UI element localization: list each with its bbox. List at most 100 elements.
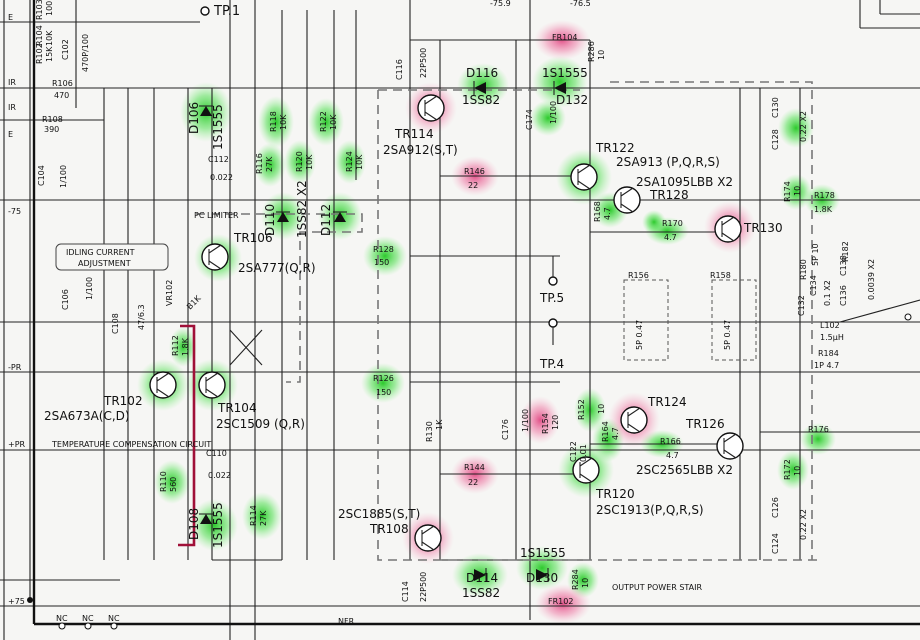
- tr102-label: TR102: [103, 394, 143, 408]
- tr120-label: TR120: [595, 487, 635, 501]
- output-stair-label: OUTPUT POWER STAIR: [612, 583, 703, 592]
- r178-value: 1.8K: [814, 205, 833, 214]
- l102-value: 1.5μH: [820, 333, 844, 342]
- c176-name: C176: [501, 419, 510, 440]
- d130-type: 1S1555: [520, 546, 566, 560]
- tp1-label: TP.1: [213, 4, 240, 19]
- d110-symbol: [276, 211, 290, 222]
- r172-name: R172: [783, 459, 792, 480]
- r286-name: R286: [587, 41, 596, 62]
- r114-value: 27K: [259, 510, 268, 526]
- r284-value: 10: [581, 578, 590, 588]
- r104-name: R104: [35, 25, 44, 46]
- r124-name: R124: [345, 151, 354, 172]
- c122-name: C122: [569, 441, 578, 462]
- r104-value: 10K: [45, 30, 54, 46]
- r284-name: R284: [571, 569, 580, 590]
- d106-symbol: [199, 105, 213, 116]
- r184-value: 1P 4.7: [814, 361, 839, 370]
- d106-type: 1S1555: [211, 104, 225, 150]
- idling-label-1: IDLING CURRENT: [66, 248, 135, 257]
- tr128-type: 2SA1095LBB X2: [636, 175, 733, 189]
- test-points: [27, 6, 912, 630]
- temp-comp-label: TEMPERATURE COMPENSATION CIRCUIT: [51, 440, 211, 449]
- transistor-symbols: [149, 94, 744, 552]
- d114-symbol: [474, 568, 487, 582]
- r170-name: R170: [662, 219, 683, 228]
- tr120-symbol: [572, 456, 600, 484]
- tr106-symbol: [201, 243, 229, 271]
- c176-value: 1/100: [521, 409, 530, 432]
- c110-name: C110: [206, 449, 227, 458]
- trace-highlight: [178, 324, 196, 547]
- r103-value: 100: [45, 1, 54, 16]
- tr124-symbol: [620, 406, 648, 434]
- r146-value: 22: [468, 181, 478, 190]
- tr104-symbol: [198, 371, 226, 399]
- r168-value: 4.7: [603, 207, 612, 220]
- r174-name: R174: [783, 181, 792, 202]
- c110-value: 0.022: [208, 471, 231, 480]
- r154-value: 120: [551, 415, 560, 430]
- r114-name: R114: [249, 505, 258, 526]
- r166-name: R166: [660, 437, 681, 446]
- tp4-terminal: [548, 318, 558, 328]
- c128-value: 0.22 X2: [799, 111, 808, 142]
- r126-value: 150: [376, 388, 391, 397]
- r158-value: 5P 0.47: [723, 320, 732, 350]
- tr104-type: 2SC1509 (Q,R): [216, 417, 305, 431]
- r108-value: 390: [44, 125, 59, 134]
- rail-ppr: +PR: [8, 440, 26, 449]
- d132-label: D132: [556, 93, 588, 107]
- r122-value: 10K: [329, 114, 338, 130]
- vr102-name: VR102: [165, 280, 174, 306]
- d130-label: D130: [526, 571, 558, 585]
- d110-type: 1SS82 X2: [295, 180, 309, 238]
- r154-name: R154: [541, 413, 550, 434]
- c126-name: C126: [771, 497, 780, 518]
- r182-name: R182: [841, 241, 850, 262]
- c104-name: C104: [37, 165, 46, 186]
- r102-value: 15K: [45, 46, 54, 62]
- c114-name: C114: [401, 581, 410, 602]
- d116-symbol: [473, 81, 486, 95]
- r108-name: R108: [42, 115, 63, 124]
- nc-2: NC: [82, 614, 94, 623]
- d110-label: D110: [263, 204, 277, 236]
- rail-e: E: [8, 13, 13, 22]
- tp1-terminal: [200, 6, 210, 16]
- voltage-759: -75.9: [490, 0, 511, 8]
- frame: [32, 0, 920, 626]
- r120-name: R120: [295, 151, 304, 172]
- d108-type: 1S1555: [211, 502, 225, 548]
- tr126-type: 2SC2565LBB X2: [636, 463, 733, 477]
- tr122-label: TR122: [595, 141, 635, 155]
- tr124-label: TR124: [647, 395, 687, 409]
- nc-1: NC: [56, 614, 68, 623]
- c104-value: 1/100: [59, 165, 68, 188]
- r112-name: R112: [171, 335, 180, 356]
- c128-name: C128: [771, 129, 780, 150]
- d116-type: 1SS82: [462, 93, 500, 107]
- tr108-type: 2SC1885(S,T): [338, 507, 420, 521]
- c116-value: 22P500: [419, 48, 428, 78]
- green-highlights: [137, 56, 840, 598]
- r112-value: 1.8K: [181, 337, 190, 356]
- r144-name: R144: [464, 463, 485, 472]
- c102-name: C102: [61, 39, 70, 60]
- d132-symbol: [553, 81, 566, 95]
- d114-type: 1SS82: [462, 586, 500, 600]
- c112-value: 0.022: [210, 173, 233, 182]
- tr120-type: 2SC1913(P,Q,R,S): [596, 503, 704, 517]
- c124-value: 0.22 X2: [799, 509, 808, 540]
- c106-name: C106: [61, 289, 70, 310]
- r110-value: 560: [169, 477, 178, 492]
- c116-name: C116: [395, 59, 404, 80]
- c130-name: C130: [771, 97, 780, 118]
- r126-name: R126: [373, 374, 394, 383]
- c108-value: 47/6.3: [137, 304, 146, 330]
- rail-ir-1: IR: [8, 78, 16, 87]
- tr130-label: TR130: [743, 221, 783, 235]
- tr102-type: 2SA673A(C,D): [44, 409, 130, 423]
- c138-name: C138: [839, 255, 848, 276]
